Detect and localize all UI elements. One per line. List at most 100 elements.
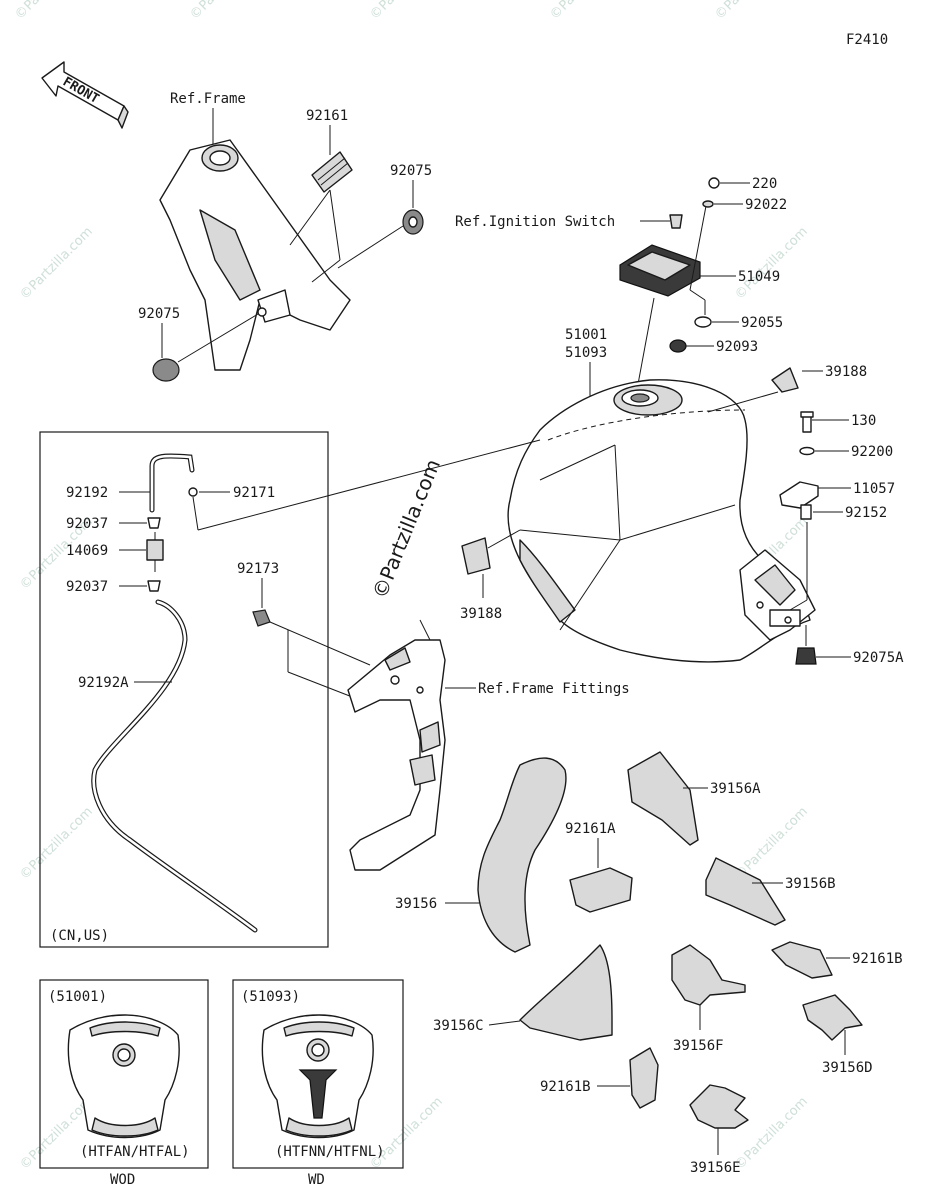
watermark-text: ©Partzilla.com [17,804,96,883]
cover-39156C [519,944,613,1041]
cover-39156 [477,757,567,953]
watermark-text: ©Partzilla.com [187,0,266,23]
cover-39156E [689,1084,749,1129]
label-11057: 11057 [853,481,895,497]
collar-92152 [800,504,812,520]
variant-box-wd: (51093) (HTFNN/HTFNL) WD [232,979,404,1188]
pad-92161B-right [771,941,833,979]
watermark-text: ©Partzilla.com [712,0,791,23]
label-39156A: 39156A [710,781,761,797]
label-39156C: 39156C [433,1018,484,1034]
damper-92075A [795,647,817,665]
label-39156B: 39156B [785,876,836,892]
figure-code: F2410 [846,32,888,48]
label-39156F: 39156F [673,1038,724,1054]
label-92152: 92152 [845,505,887,521]
label-51093: 51093 [565,345,607,361]
label-39156D: 39156D [822,1060,873,1076]
damper-92075-left [152,358,180,382]
label-220: 220 [752,176,777,192]
variant-models-wod: (HTFAN/HTFAL) [80,1144,190,1160]
fuel-tank-section: 51001 51093 39188 130 92200 11057 [460,327,904,666]
label-39188-left: 39188 [460,606,502,622]
cover-39156D [802,994,863,1041]
hose-92192A [91,599,258,933]
label-92192A: 92192A [78,675,129,691]
bracket-11057 [779,481,819,509]
hose-kit-box [39,431,329,948]
ref-ignition-switch-label: Ref.Ignition Switch [455,214,615,230]
fuel-cap-section: 220 92022 Ref.Ignition Switch 51049 9205… [455,176,787,396]
frame-section: Ref.Frame 92161 92075 92075 [138,91,432,382]
label-92192: 92192 [66,485,108,501]
pad-92161B-bottom [629,1047,659,1109]
pad-39188-right [771,367,799,393]
label-51001: 51001 [565,327,607,343]
label-92093: 92093 [716,339,758,355]
label-92171: 92171 [233,485,275,501]
ref-frame-fittings-label: Ref.Frame Fittings [478,681,630,697]
hose-92192 [149,453,195,513]
frame-fittings-bracket [347,639,446,871]
variant-caption-wd: WD [308,1172,325,1188]
clip-92173 [252,609,271,627]
watermark-text: ©Partzilla.com [732,804,811,883]
tank-top-view-wod [67,1014,180,1139]
clamp-92037-top [147,517,161,529]
watermark-text: ©Partzilla.com [367,1094,446,1173]
label-92075-left: 92075 [138,306,180,322]
label-92161B-right: 92161B [852,951,903,967]
cover-39156A [627,751,699,846]
label-130: 130 [851,413,876,429]
label-14069: 14069 [66,543,108,559]
cover-39156B [705,857,786,926]
watermark-text: ©Partzilla.com [367,0,446,23]
washer-92200 [799,446,815,456]
label-92161A: 92161A [565,821,616,837]
label-92200: 92200 [851,444,893,460]
label-51049: 51049 [738,269,780,285]
rubber-pad-92161 [311,151,353,193]
gasket-92055 [694,316,712,328]
pad-39188-left [461,537,491,575]
label-39188-right: 39188 [825,364,867,380]
ref-frame-label: Ref.Frame [170,91,246,107]
label-92161B-bottom: 92161B [540,1079,591,1095]
tank-decal-wd [298,1069,338,1119]
variant-box-wod: (51001) (HTFAN/HTFAL) WOD [39,979,209,1188]
pad-92161A [569,867,633,913]
region-note: (CN,US) [50,928,109,944]
front-arrow-label: FRONT [60,74,102,107]
label-92075A: 92075A [853,650,904,666]
variant-models-wd: (HTFNN/HTFNL) [275,1144,385,1160]
watermark-text: ©Partzilla.com [12,0,91,23]
variant-caption-wod: WOD [110,1172,135,1188]
watermark-text: ©Partzilla.com [547,0,626,23]
frame-fittings-section: 92173 Ref.Frame Fittings [237,561,630,871]
label-92037-top: 92037 [66,516,108,532]
variant-code-wod: (51001) [48,989,107,1005]
label-92022: 92022 [745,197,787,213]
watermark-text: ©Partzilla.com [732,1094,811,1173]
label-92161: 92161 [306,108,348,124]
watermark-center-text: ©Partzilla.com [367,456,445,602]
clip-92171 [188,487,198,497]
label-39156: 39156 [395,896,437,912]
label-92173: 92173 [237,561,279,577]
watermark-text: ©Partzilla.com [732,224,811,303]
clamp-92037-bottom [147,580,161,592]
label-92037-bottom: 92037 [66,579,108,595]
front-arrow-icon: FRONT [41,61,129,129]
label-92075-top: 92075 [390,163,432,179]
cover-39156F [671,944,746,1006]
seal-92093 [669,339,687,353]
label-92055: 92055 [741,315,783,331]
label-39156E: 39156E [690,1160,741,1176]
watermark-text: ©Partzilla.com [17,224,96,303]
screw-220 [708,177,720,189]
variant-code-wd: (51093) [241,989,300,1005]
hose-kit-section: 92192 92171 92037 14069 92037 92192A (CN… [50,439,541,944]
covers-section: 39156 39156A 92161A 39156B 92161B 39156C… [395,751,903,1176]
washer-92022 [702,200,714,208]
